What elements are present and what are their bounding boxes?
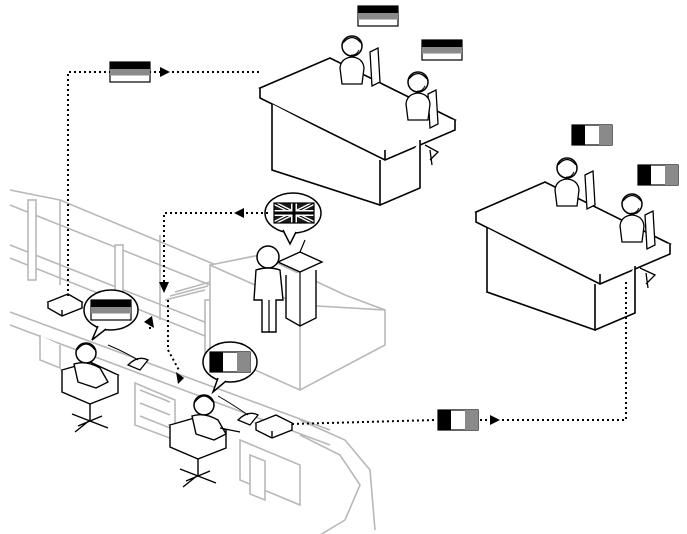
speech-bubble-interpreter-2: [202, 341, 258, 395]
desk-microphone-icon: [217, 395, 260, 426]
infrared-receiver-box-icon: [46, 293, 84, 317]
vertical-tricolor-flag-icon: [437, 409, 479, 431]
horizontal-tricolor-flag-icon: [109, 61, 151, 83]
vertical-tricolor-flag-icon: [209, 351, 251, 373]
delegate-person-icon: [405, 71, 431, 121]
vertical-tricolor-flag-icon: [571, 124, 613, 146]
delegate-person-icon: [619, 193, 645, 243]
horizontal-tricolor-flag-icon: [421, 39, 463, 61]
delegate-person-icon: [339, 35, 365, 85]
interpreter-with-headset-icon: [60, 342, 120, 433]
speech-bubble-interpreter-1: [83, 289, 139, 341]
union-jack-flag-icon: [273, 201, 315, 225]
delegate-table-right: [474, 157, 672, 332]
interpreter-with-headset-icon: [168, 394, 241, 488]
speech-bubble-speaker: [264, 192, 322, 246]
speaker-at-lectern-icon: [253, 239, 324, 333]
delegate-person-icon: [554, 157, 580, 207]
signal-flow-arrowheads: [144, 67, 500, 425]
desk-microphone-icon: [107, 344, 150, 371]
vertical-tricolor-flag-icon: [637, 164, 679, 186]
interpreter-booth-structure: [9, 189, 386, 534]
horizontal-tricolor-flag-icon: [90, 299, 132, 321]
delegate-table-top: [258, 35, 457, 207]
horizontal-tricolor-flag-icon: [357, 5, 399, 27]
infrared-receiver-box-icon: [254, 414, 294, 439]
